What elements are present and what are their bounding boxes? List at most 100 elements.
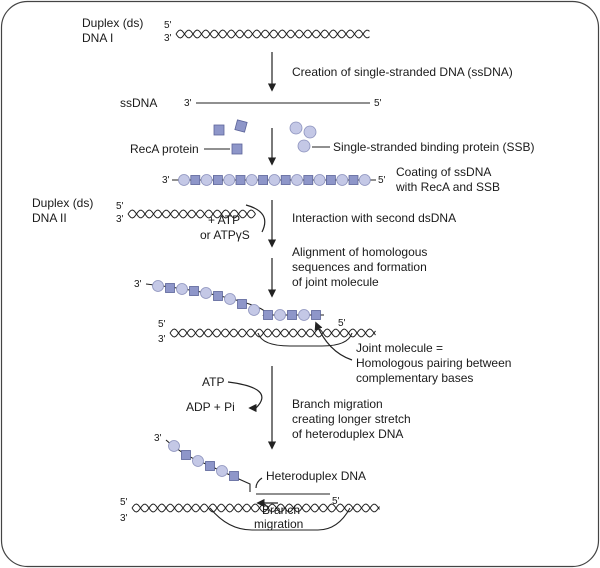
ssb-protein-icon [291, 174, 303, 186]
ssdna-label: ssDNA [120, 96, 157, 110]
reca-protein-icon [235, 175, 246, 185]
ssb-protein-icon [248, 304, 260, 316]
reca-protein-icon [234, 119, 248, 133]
branch-step-label-line-3: of heteroduplex DNA [292, 427, 403, 441]
branch-step-label-line-1: Branch migration [292, 397, 383, 411]
reca-protein-icon [213, 291, 223, 301]
reca-protein-icon [348, 175, 359, 185]
duplex-2-label-line-2: DNA II [32, 211, 67, 225]
reca-protein-icon [231, 143, 243, 155]
reca-protein-icon [190, 175, 201, 185]
reca-protein-icon [165, 283, 175, 293]
ssb-protein-icon [224, 293, 236, 305]
duplex-2-end-3: 3' [116, 214, 124, 225]
duplex-1-label-line-1: Duplex (ds) [82, 16, 143, 30]
reca-protein-icon [263, 310, 273, 320]
helix-strand [131, 503, 380, 513]
ssb-protein-cluster [289, 121, 317, 153]
heteroduplex-label: Heteroduplex DNA [266, 469, 366, 483]
helix-strand [127, 209, 256, 219]
helix-strand [175, 29, 370, 39]
alignment-label-line-3: of joint molecule [292, 275, 379, 289]
ssb-protein-icon [274, 309, 286, 321]
reca-protein-icon [287, 310, 297, 320]
reca-protein-icon [213, 124, 225, 136]
step-1-label: Creation of single-stranded DNA (ssDNA) [292, 65, 513, 79]
reca-label: RecA protein [130, 142, 199, 156]
interaction-label: Interaction with second dsDNA [292, 211, 456, 225]
helix-strand [169, 328, 376, 338]
reca-protein-icon [212, 175, 223, 185]
branch-migration-label-line-1: Branch [262, 503, 300, 517]
helix-strand [127, 209, 256, 219]
reca-protein-icon [229, 471, 239, 481]
joint-label-line-3: complementary bases [356, 371, 473, 385]
atp-label: ATP [202, 375, 224, 389]
hetero-duplex-end-5: 5' [120, 497, 128, 508]
ssb-protein-icon [298, 309, 310, 321]
joint-strand-proteins [152, 280, 321, 321]
duplex-2-end-5: 5' [116, 201, 124, 212]
reca-protein-icon [280, 175, 291, 185]
joint-duplex-helix [169, 328, 376, 338]
reca-protein-icon [303, 175, 314, 185]
duplex-2-joining-arrow [245, 204, 266, 233]
ssb-protein-icon [176, 283, 188, 295]
joint-pointer-arrow [314, 321, 353, 361]
helix-strand [169, 328, 376, 338]
reca-protein-icon [258, 175, 269, 185]
atp-gamma-s-label-line-2: or ATPγS [200, 228, 250, 242]
atp-hydrolysis-arrow [227, 381, 263, 413]
ssb-protein-icon [358, 174, 371, 186]
ssdna-end-5: 5' [374, 98, 382, 109]
joint-displaced-loop [257, 332, 353, 347]
duplex-dna-2-helix [127, 209, 256, 219]
coated-ssdna-end-3: 3' [162, 175, 170, 186]
ssb-protein-icon [297, 139, 311, 153]
hetero-strand-proteins [168, 440, 239, 481]
branch-migration-label-line-2: migration [254, 517, 303, 531]
ssb-protein-icon [200, 287, 212, 299]
joint-label-line-1: Joint molecule = [356, 341, 443, 355]
duplex-1-end-5: 5' [164, 20, 172, 31]
reca-protein-icon [205, 461, 215, 471]
reca-protein-icon [311, 310, 321, 320]
coated-ssdna-proteins [178, 174, 371, 186]
ssb-protein-icon [168, 440, 180, 452]
reca-protein-icon [237, 299, 247, 309]
duplex-1-end-3: 3' [164, 33, 172, 44]
ssb-protein-icon [303, 125, 317, 139]
ssb-protein-icon [268, 174, 281, 186]
coated-ssdna-end-5: 5' [378, 175, 386, 186]
hetero-pointer [255, 477, 263, 489]
coating-label-line-1: Coating of ssDNA [396, 165, 491, 179]
reca-protein-icon [325, 175, 336, 185]
reca-protein-icon [189, 286, 199, 296]
ssb-protein-icon [178, 174, 190, 186]
alignment-label-line-2: sequences and formation [292, 260, 427, 274]
joint-strand-end-5: 5' [338, 318, 346, 329]
duplex-dna-1-helix [175, 29, 370, 39]
hetero-strand-end-3: 3' [154, 433, 162, 444]
ssb-protein-icon [336, 174, 349, 186]
coating-label-line-2: with RecA and SSB [395, 180, 500, 194]
ssdna-end-3: 3' [184, 98, 192, 109]
ssb-protein-icon [313, 174, 326, 186]
joint-strand-end-3: 3' [134, 279, 142, 290]
joint-duplex-end-5: 5' [158, 319, 166, 330]
hetero-strand-end-5: 5' [332, 496, 340, 507]
joint-label-line-2: Homologous pairing between [356, 356, 511, 370]
hetero-displaced-loop [209, 507, 351, 531]
ssb-protein-icon [200, 174, 213, 186]
hetero-duplex-end-3: 3' [120, 513, 128, 524]
alignment-label-line-1: Alignment of homologous [292, 245, 427, 259]
joint-duplex-end-3: 3' [158, 334, 166, 345]
hetero-duplex-helix [131, 503, 380, 513]
helix-strand [131, 503, 380, 513]
duplex-2-label-line-1: Duplex (ds) [32, 196, 93, 210]
reca-protein-icon [181, 450, 191, 460]
adp-pi-label: ADP + Pi [186, 400, 235, 414]
